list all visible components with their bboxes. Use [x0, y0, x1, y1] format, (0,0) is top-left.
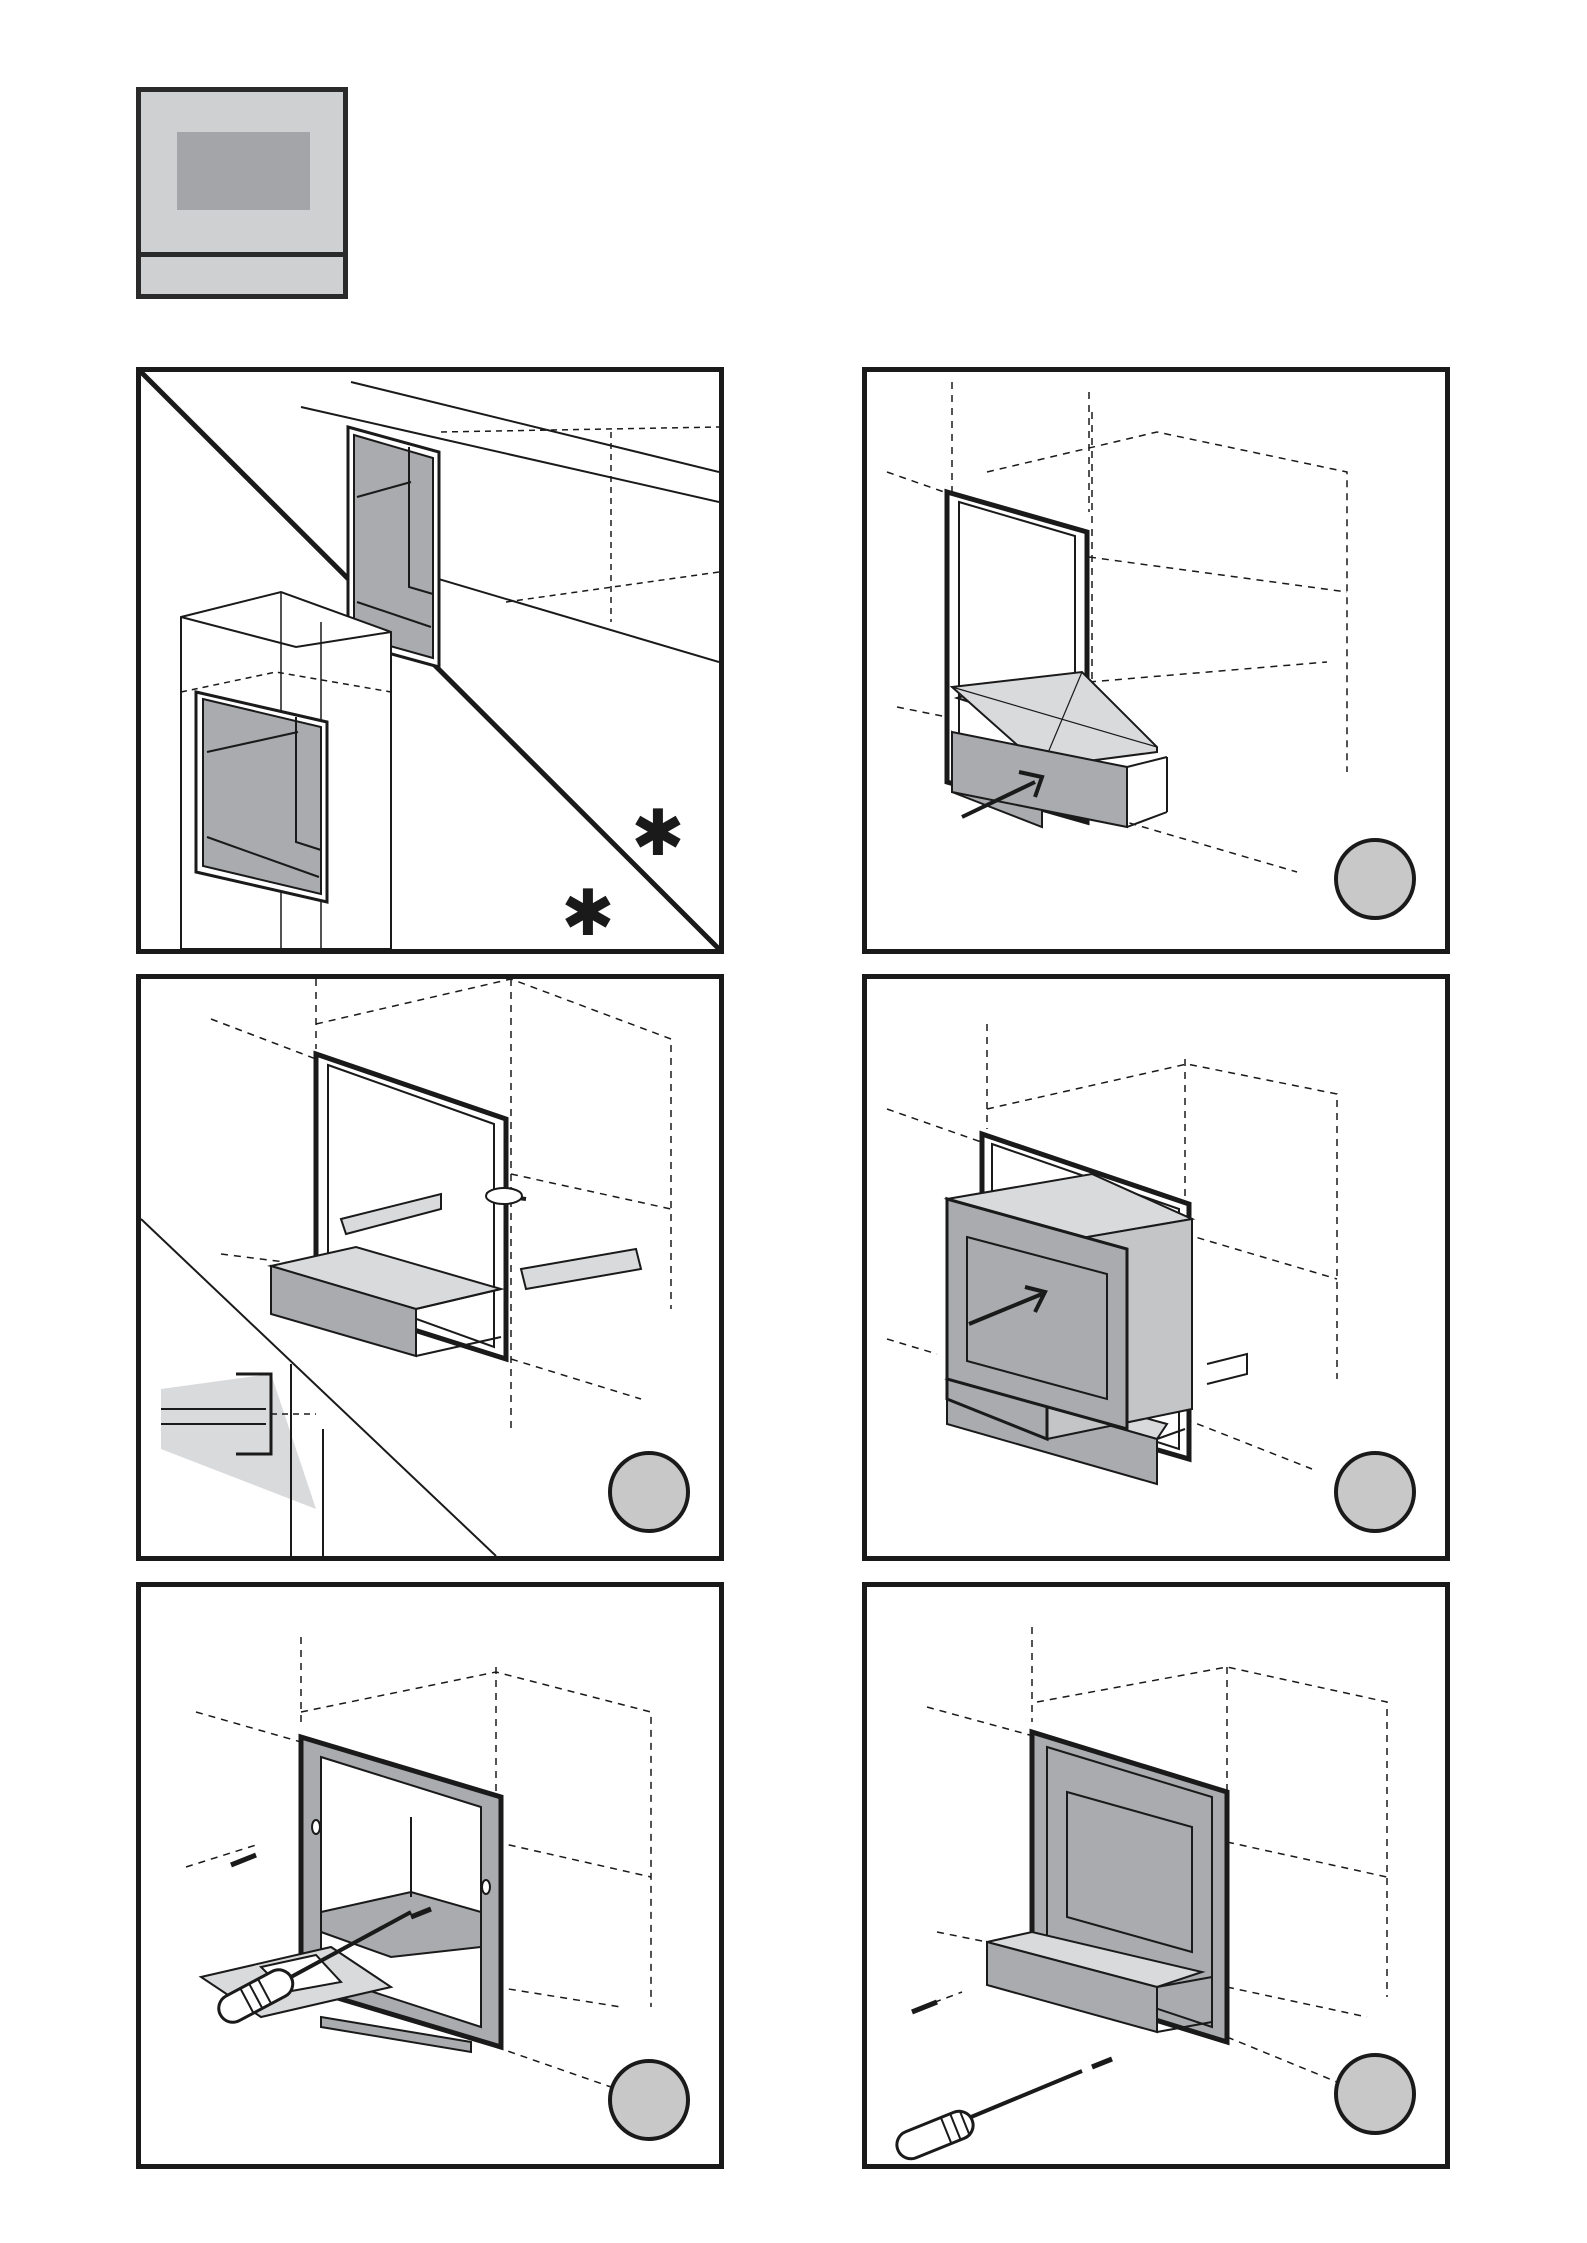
step-circle-icon [1334, 1451, 1416, 1533]
panel-step-screw-frame [136, 1582, 724, 2169]
step-circle-icon [608, 1451, 690, 1533]
panel-step-insert-oven [862, 974, 1450, 1561]
step-circle-icon [1334, 838, 1416, 920]
step-circle-icon [608, 2059, 690, 2141]
appliance-icon [136, 87, 348, 299]
asterisk-icon: ✱ [561, 882, 615, 946]
appliance-drawer-strip [141, 252, 343, 257]
panel-niche-options: ✱ ✱ [136, 367, 724, 954]
appliance-window [177, 132, 310, 210]
asterisk-icon: ✱ [631, 802, 685, 866]
step-circle-icon [1334, 2053, 1416, 2135]
panel-step-insert-drawer [862, 367, 1450, 954]
panel-step-fix-rails [136, 974, 724, 1561]
panel-step-screw-drawer [862, 1582, 1450, 2169]
